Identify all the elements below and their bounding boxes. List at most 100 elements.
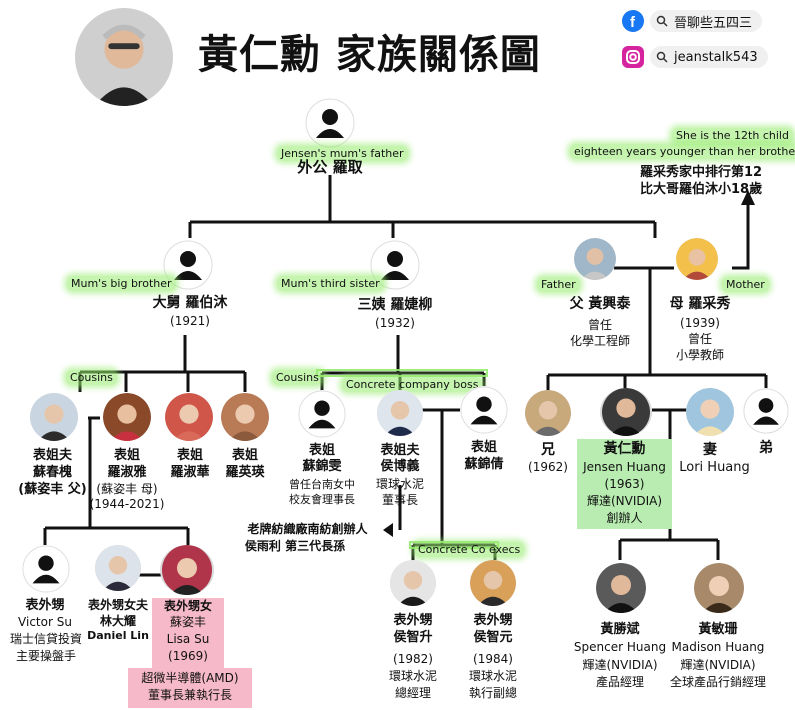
cousin-left-3-l2: 羅淑華 — [170, 465, 210, 480]
spencer-l1: 黃勝斌 — [600, 622, 640, 637]
hou-zhiyuan-photo — [470, 560, 516, 606]
jensen-l2: Jensen Huang — [583, 460, 666, 474]
lisa-l1: 表外甥女 — [163, 599, 212, 613]
cousins-tag-mid: Cousins — [272, 370, 323, 385]
jensen-l5: 創辦人 — [606, 511, 643, 525]
lori-photo — [686, 388, 734, 436]
lisa-l3: Lisa Su — [166, 632, 210, 646]
cousin-left-4-l1: 表姐 — [231, 448, 258, 463]
brother-l2: (1962) — [528, 460, 568, 474]
aunt-tag: Mum's third sister — [277, 276, 384, 291]
father-desc-1: 曾任 — [587, 318, 612, 332]
mother-name: 母 羅采秀 — [669, 296, 731, 312]
cousin-left-1-l3: (蘇姿丰 父) — [18, 482, 87, 497]
lisa-l5: 超微半導體(AMD) — [141, 671, 239, 685]
hou-boyi-photo — [377, 390, 423, 436]
hou-zhisheng-l4: 環球水泥 — [388, 669, 437, 683]
hou-zhisheng-l2: 侯智升 — [393, 630, 433, 645]
mother-desc-2: 小學教師 — [675, 348, 724, 362]
person-silhouette-icon — [298, 390, 346, 438]
concrete-execs-tag: Concrete Co execs — [414, 542, 525, 557]
father-tag: Father — [537, 277, 580, 292]
cousin-mid-2-l1: 表姐夫 — [380, 443, 420, 458]
spencer-l2: Spencer Huang — [573, 640, 667, 654]
cousin-left-3-l1: 表姐 — [176, 448, 203, 463]
cousin-left-1-l2: 蘇春槐 — [32, 465, 72, 480]
lisa-su-photo — [160, 545, 214, 595]
younger-brother-avatar — [743, 388, 789, 434]
person-silhouette-icon — [460, 386, 508, 434]
cousin-mid-2-l4: 董事長 — [381, 493, 418, 507]
madison-l1: 黃敏珊 — [698, 622, 738, 637]
hou-note-2: 侯雨利 第三代長孫 — [244, 539, 346, 553]
grandfather-name: 外公 羅取 — [297, 158, 363, 176]
hou-zhiyuan-l1: 表外甥 — [473, 613, 513, 628]
cousin-mid-1-l3: 曾任台南女中 — [289, 478, 355, 491]
cousin-mid-1-l1: 表姐 — [308, 443, 335, 458]
cousin-left-2-l2: 羅淑雅 — [107, 465, 147, 480]
hou-zhiyuan-l4: 環球水泥 — [468, 669, 517, 683]
instagram-icon — [622, 46, 644, 68]
hou-zhisheng-photo — [390, 560, 436, 606]
grandfather-avatar — [305, 98, 355, 148]
cousin-mid-1-l4: 校友會理事長 — [289, 493, 355, 506]
spencer-l3: 輝達(NVIDIA) — [582, 658, 658, 672]
jensen-huang-portrait — [75, 8, 173, 106]
instagram-handle: jeanstalk543 — [674, 49, 758, 65]
cousins-tag-left: Cousins — [66, 370, 117, 385]
lisa-su-highlight-top — [152, 598, 224, 668]
mother-tag: Mother — [722, 277, 769, 292]
cousin-left-1-l1: 表姐夫 — [32, 448, 72, 463]
cousin-left-2-l4: (1944-2021) — [89, 497, 165, 511]
hou-zhisheng-l5: 總經理 — [394, 686, 431, 700]
person-silhouette-icon — [163, 240, 213, 290]
hou-zhiyuan-l5: 執行副總 — [468, 686, 517, 700]
cousin-mid-3-l1: 表姐 — [470, 440, 497, 455]
madison-photo — [694, 563, 744, 613]
jensen-l4: 輝達(NVIDIA) — [586, 494, 663, 508]
mother-desc-1: 曾任 — [687, 332, 712, 346]
victor-su-avatar — [22, 545, 70, 593]
uncle-name: 大舅 羅伯沐 — [152, 295, 228, 311]
spencer-l4: 產品經理 — [595, 675, 644, 689]
aunt-name: 三姨 羅婕柳 — [357, 297, 433, 313]
jensen-photo — [600, 388, 652, 436]
search-icon — [656, 51, 668, 63]
grandfather-tag: Jensen's mum's father — [277, 146, 408, 161]
person-silhouette-icon — [305, 98, 355, 148]
daniel-l1: 表外甥女夫 — [87, 598, 148, 612]
hou-note-1: 老牌紡織廠南紡創辦人 — [247, 522, 368, 536]
victor-l1: 表外甥 — [25, 598, 65, 613]
jensen-highlight — [577, 439, 672, 529]
cousin-left-4-l2: 羅英瑛 — [225, 465, 265, 480]
daniel-l3: Daniel Lin — [87, 629, 149, 642]
note-en-1: She is the 12th child — [672, 128, 793, 143]
instagram-link[interactable]: jeanstalk543 — [622, 46, 768, 68]
facebook-link[interactable]: f 晉聊些五四三 — [622, 10, 763, 32]
mother-year: (1939) — [680, 316, 720, 330]
su-jinwen-avatar — [298, 390, 346, 438]
hou-zhiyuan-l3: (1984) — [473, 652, 513, 666]
luo-yingying-photo — [221, 393, 269, 441]
wife-l1: 妻 — [703, 442, 717, 458]
luo-shuhua-photo — [165, 393, 213, 441]
victor-l2: Victor Su — [18, 615, 72, 629]
facebook-handle: 晉聊些五四三 — [674, 15, 753, 31]
luo-shuya-photo — [103, 393, 151, 441]
brother-l1: 兄 — [541, 442, 555, 458]
father-desc-2: 化學工程師 — [569, 334, 630, 348]
jensen-l3: (1963) — [604, 477, 645, 491]
brother-photo — [525, 390, 571, 436]
note-zh-2: 比大哥羅伯沐小18歲 — [640, 182, 763, 197]
svg-text:f: f — [630, 14, 636, 31]
madison-l2: Madison Huang — [671, 640, 765, 654]
father-photo — [574, 238, 616, 280]
father-name: 父 黃興泰 — [569, 296, 631, 312]
su-chunhuai-photo — [30, 393, 78, 441]
cousin-mid-2-l2: 侯博義 — [380, 459, 420, 474]
aunt-year: (1932) — [375, 316, 415, 330]
cousin-mid-1-l2: 蘇錦雯 — [302, 459, 342, 474]
concrete-boss-tag: Concrete company boss — [342, 377, 483, 392]
lisa-l4: (1969) — [168, 649, 208, 663]
